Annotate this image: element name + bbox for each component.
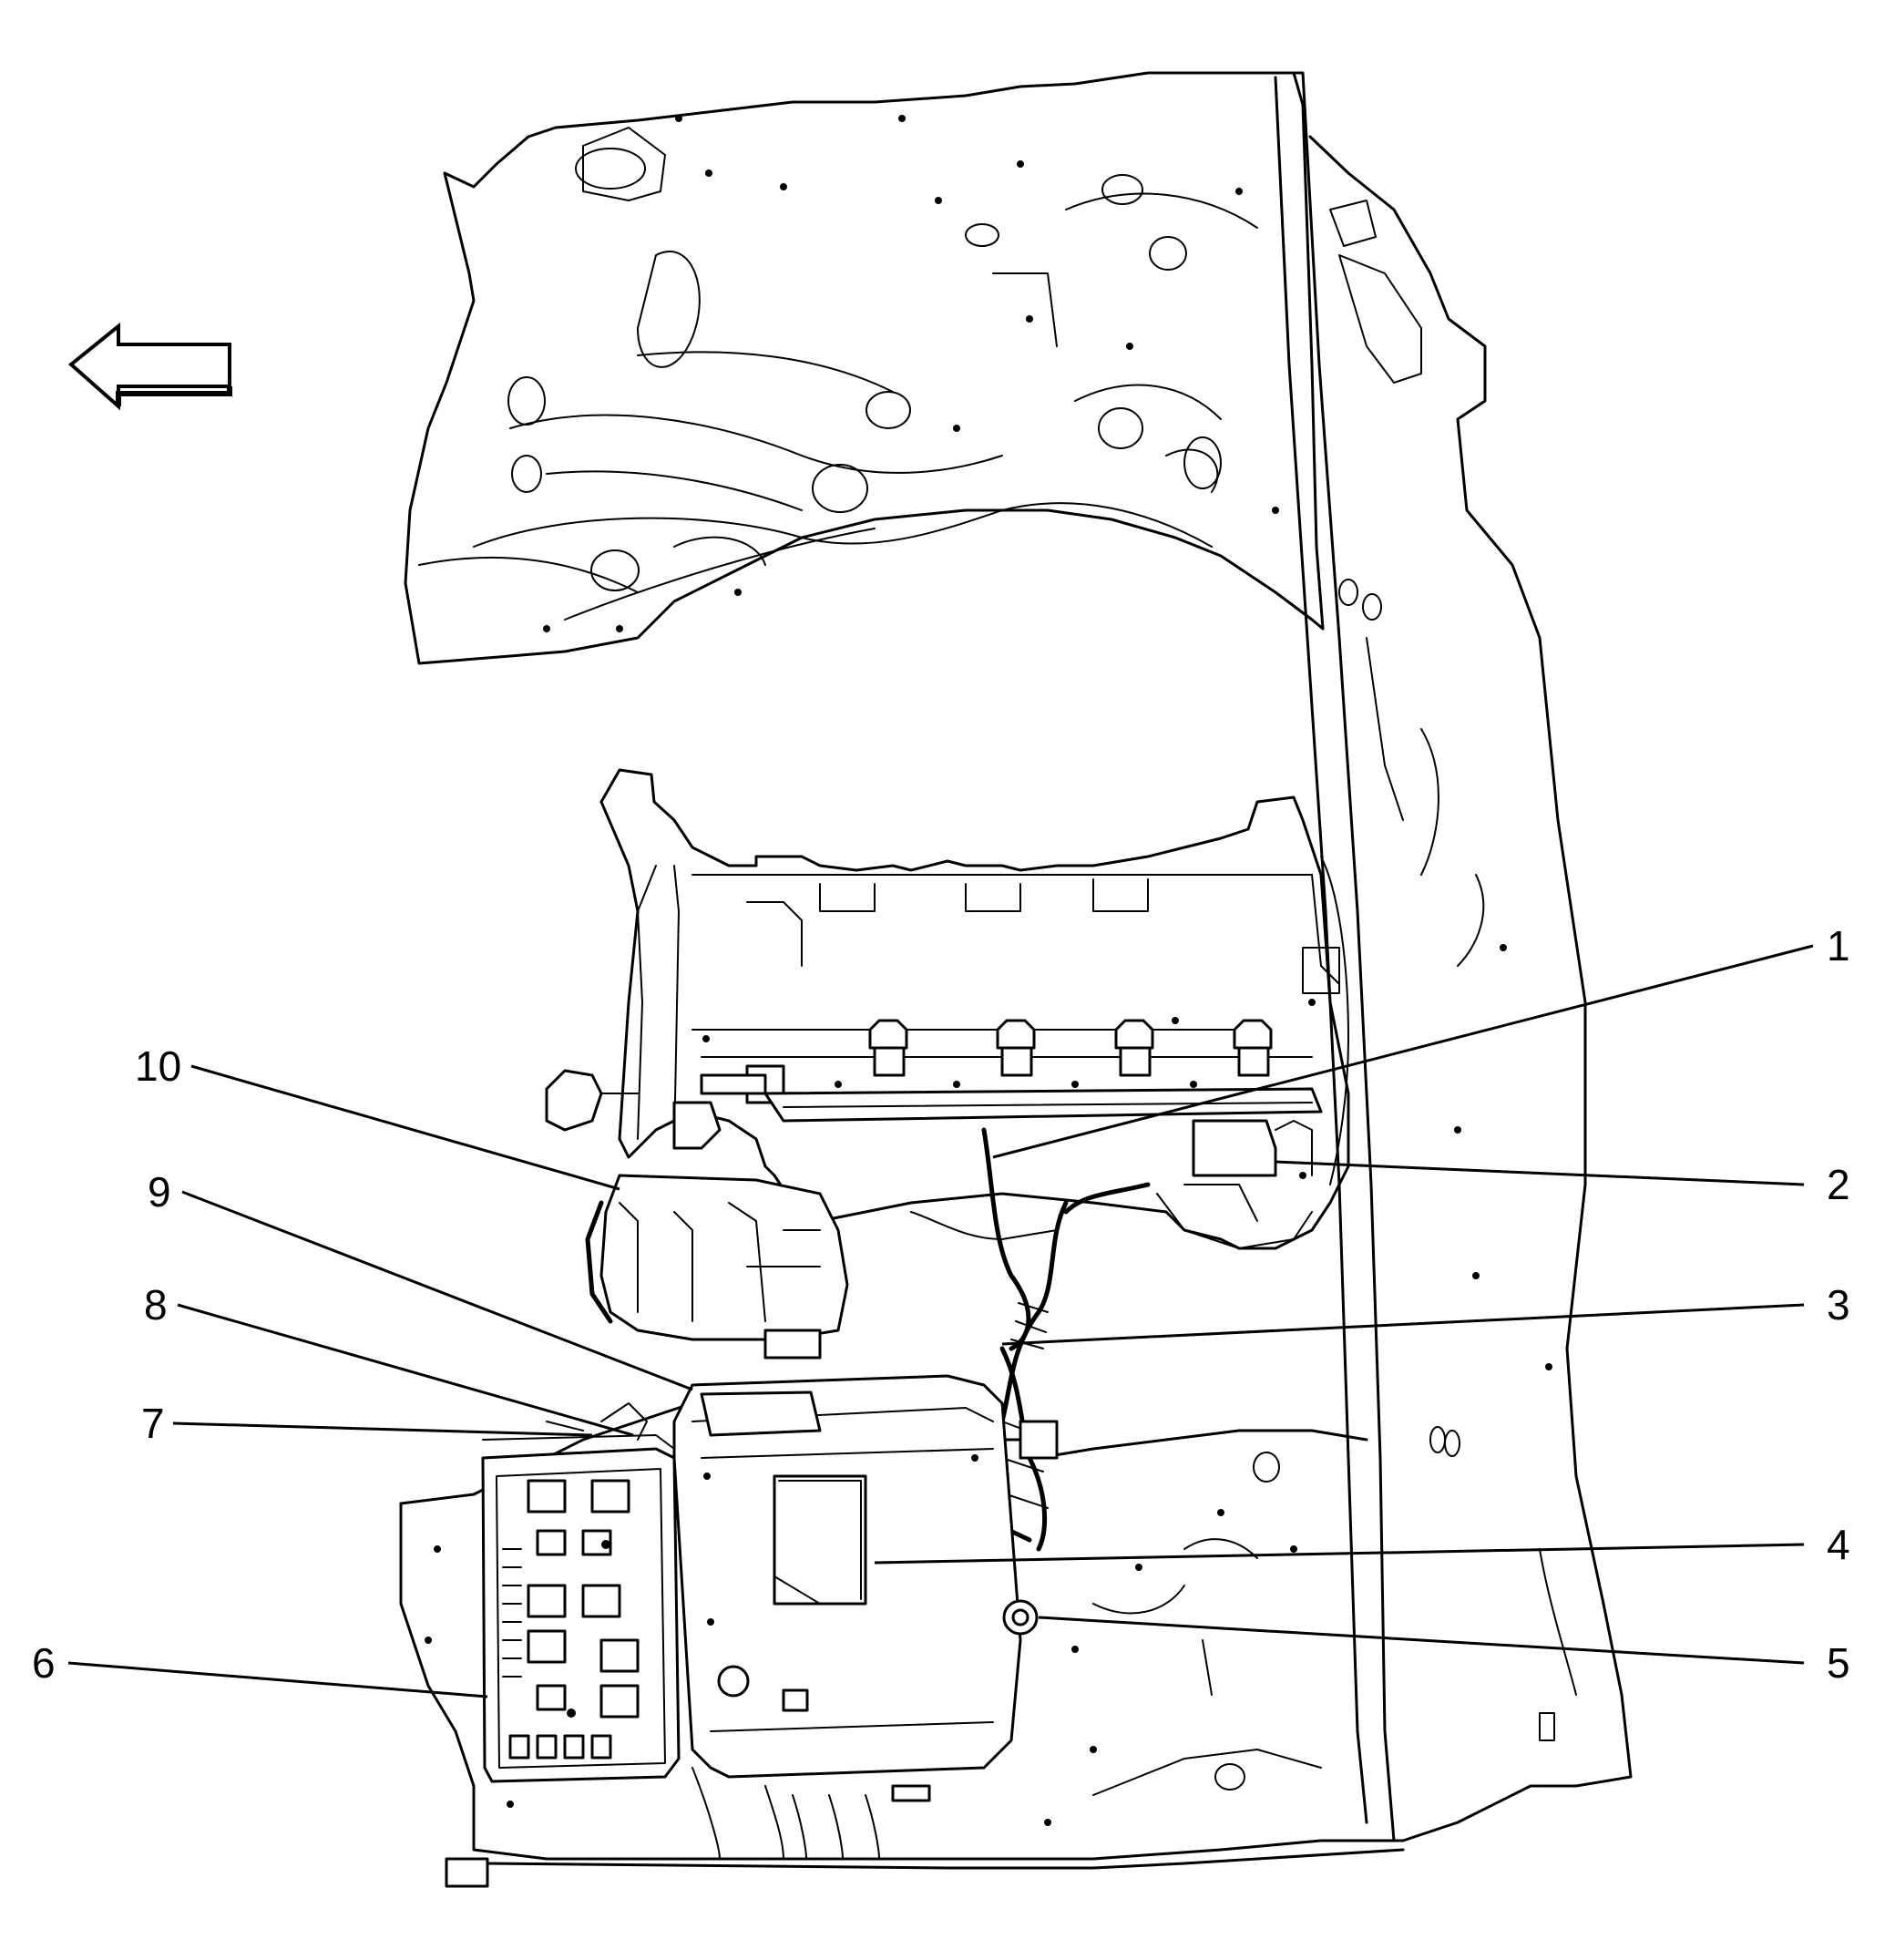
leader-10 (190, 1064, 620, 1191)
leader-3 (1001, 1303, 1805, 1346)
leader-1 (992, 944, 1814, 1159)
leader-7 (172, 1421, 593, 1437)
body-side-rail (1274, 71, 1633, 1842)
callout-5: 5 (1827, 1639, 1850, 1687)
callout-9: 9 (148, 1168, 171, 1216)
callout-1: 1 (1827, 922, 1850, 970)
callout-4: 4 (1827, 1521, 1850, 1568)
arrow-left-icon (67, 322, 232, 411)
upper-body-panel (404, 71, 1325, 665)
fuse-relay-block (481, 1402, 681, 1783)
leader-9 (181, 1190, 693, 1391)
callout-leaders (67, 944, 1814, 1698)
callout-3: 3 (1827, 1281, 1850, 1329)
callout-labels: 1 2 3 4 5 6 7 8 9 10 (32, 922, 1850, 1687)
callout-7: 7 (141, 1400, 165, 1447)
leader-4 (874, 1543, 1805, 1565)
callout-10: 10 (135, 1042, 181, 1090)
leader-2 (1275, 1160, 1805, 1186)
leader-6 (67, 1661, 488, 1698)
engine-assembly (545, 768, 1350, 1360)
battery-tray (672, 1374, 1039, 1802)
callout-6: 6 (32, 1639, 56, 1687)
leader-5 (1038, 1616, 1805, 1665)
callout-2: 2 (1827, 1161, 1850, 1208)
callout-8: 8 (144, 1281, 168, 1329)
leader-8 (177, 1303, 634, 1437)
